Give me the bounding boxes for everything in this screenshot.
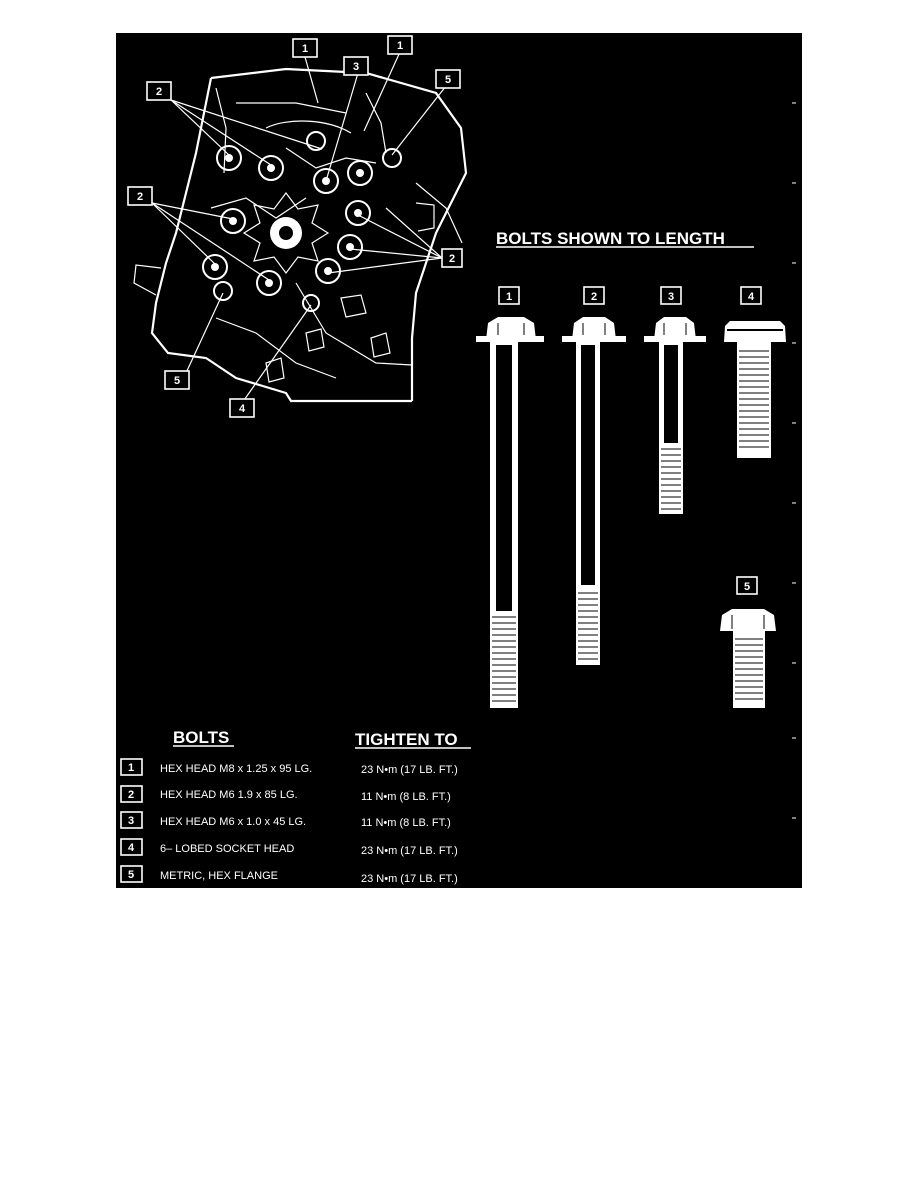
row-number: 3: [128, 815, 134, 827]
callout-number: 2: [156, 86, 162, 98]
row-torque: 11 N•m (8 LB. FT.): [361, 817, 451, 829]
table-row: 1 HEX HEAD M8 x 1.25 x 95 LG. 23 N•m (17…: [120, 758, 458, 776]
callout-number: 5: [445, 74, 451, 86]
diagram-canvas: 1 3 1 2 5 2 2 5 4 BOLTS SHOWN TO LENGTH …: [120, 35, 796, 885]
row-description: METRIC, HEX FLANGE: [160, 870, 278, 882]
row-description: 6– LOBED SOCKET HEAD: [160, 843, 294, 855]
bolt-2-drawing: [562, 317, 626, 665]
bolt-label-1: 1: [498, 286, 520, 305]
callout-leaders: [151, 51, 447, 404]
callout-3-top: 3: [343, 56, 369, 76]
callout-1-top-right: 1: [387, 35, 413, 55]
bolt-3-drawing: [644, 317, 706, 514]
row-description: HEX HEAD M6 1.9 x 85 LG.: [160, 789, 298, 801]
callout-number: 4: [239, 403, 246, 415]
edge-ticks: [792, 102, 796, 819]
bolt-label-3: 3: [660, 286, 682, 305]
callout-number: 1: [397, 40, 403, 52]
row-torque: 11 N•m (8 LB. FT.): [361, 791, 451, 803]
row-torque: 23 N•m (17 LB. FT.): [361, 873, 458, 885]
callout-5-bottom: 5: [164, 370, 190, 390]
bolt-label-number: 2: [591, 291, 597, 303]
row-torque: 23 N•m (17 LB. FT.): [361, 845, 458, 857]
callout-2-left-upper: 2: [146, 81, 172, 101]
row-torque: 23 N•m (17 LB. FT.): [361, 764, 458, 776]
callout-number: 2: [137, 191, 143, 203]
bolt-label-number: 5: [744, 581, 750, 593]
column-header-bolts: BOLTS: [173, 728, 229, 747]
row-number: 5: [128, 869, 134, 881]
callout-1-top: 1: [292, 38, 318, 58]
row-number: 1: [128, 762, 134, 774]
bolt-5-drawing: [720, 609, 776, 708]
callout-number: 2: [449, 253, 455, 265]
callout-number: 3: [353, 61, 359, 73]
bolt-label-4: 4: [740, 286, 762, 305]
row-description: HEX HEAD M6 x 1.0 x 45 LG.: [160, 816, 306, 828]
callout-2-right: 2: [441, 248, 463, 268]
bolt-4-drawing: [724, 321, 786, 458]
column-header-tighten: TIGHTEN TO: [355, 730, 458, 749]
bolts-shown-heading: BOLTS SHOWN TO LENGTH: [496, 229, 725, 248]
callout-2-left-lower: 2: [127, 186, 153, 206]
row-number: 4: [128, 842, 135, 854]
table-row: 2 HEX HEAD M6 1.9 x 85 LG. 11 N•m (8 LB.…: [120, 785, 451, 803]
row-number: 2: [128, 789, 134, 801]
service-diagram: 1 3 1 2 5 2 2 5 4 BOLTS SHOWN TO LENGTH …: [116, 33, 802, 888]
bolt-label-2: 2: [583, 286, 605, 305]
callout-number: 5: [174, 375, 180, 387]
bolt-label-5: 5: [736, 576, 758, 595]
row-description: HEX HEAD M8 x 1.25 x 95 LG.: [160, 763, 312, 775]
table-row: 4 6– LOBED SOCKET HEAD 23 N•m (17 LB. FT…: [120, 838, 458, 857]
torque-table: BOLTS TIGHTEN TO 1 HEX HEAD M8 x 1.25 x …: [120, 728, 471, 885]
callout-4-bottom: 4: [229, 398, 255, 418]
table-row: 5 METRIC, HEX FLANGE 23 N•m (17 LB. FT.): [120, 865, 458, 885]
bolt-1-drawing: [476, 317, 544, 708]
bolt-label-number: 1: [506, 291, 512, 303]
callout-number: 1: [302, 43, 308, 55]
engine-illustration: [133, 67, 468, 403]
table-row: 3 HEX HEAD M6 x 1.0 x 45 LG. 11 N•m (8 L…: [120, 811, 451, 829]
callout-5-top-right: 5: [435, 69, 461, 89]
bolt-label-number: 3: [668, 291, 674, 303]
bolt-label-number: 4: [748, 291, 755, 303]
